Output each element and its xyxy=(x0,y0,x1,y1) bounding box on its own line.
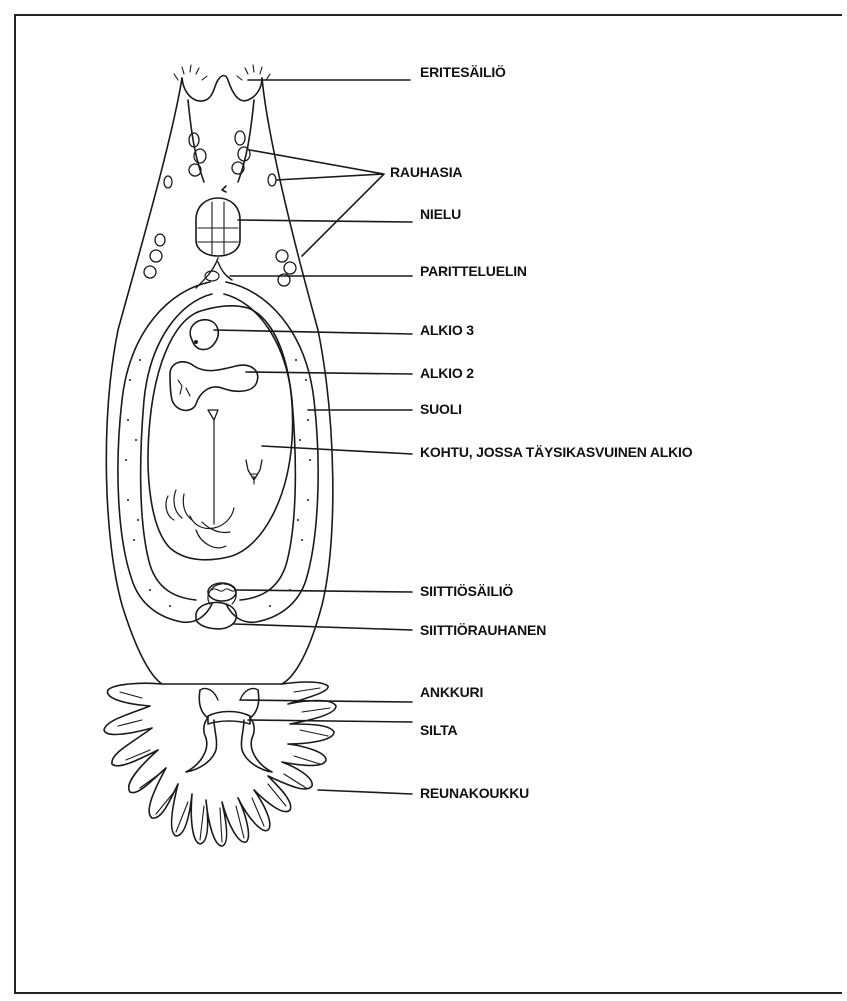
label-reunakoukku: REUNAKOUKKU xyxy=(420,785,529,801)
leader-reunakoukku xyxy=(318,790,412,794)
leader-alkio2 xyxy=(246,372,412,374)
label-parittelu: PARITTELUELIN xyxy=(420,263,527,279)
leader-kohtu xyxy=(262,446,412,454)
leader-silta xyxy=(248,720,412,722)
body-outline xyxy=(106,78,333,684)
embryo-2 xyxy=(170,362,258,411)
label-eritesailio: ERITESÄILIÖ xyxy=(420,64,506,80)
bridge xyxy=(208,712,250,725)
label-siittiorauhanen: SIITTIÖRAUHANEN xyxy=(420,622,546,638)
label-silta: SILTA xyxy=(420,722,457,738)
label-suoli: SUOLI xyxy=(420,401,462,417)
uterus xyxy=(148,306,293,560)
leader-lines xyxy=(214,80,412,794)
leader-siittiosailio xyxy=(236,590,412,592)
leader-alkio3 xyxy=(214,330,412,334)
label-alkio2: ALKIO 2 xyxy=(420,365,474,381)
leader-rauhasia xyxy=(250,150,384,256)
label-rauhasia: RAUHASIA xyxy=(390,164,462,180)
testis xyxy=(196,602,236,628)
opisthaptor-outline xyxy=(104,682,336,846)
label-kohtu: KOHTU, JOSSA TÄYSIKASVUINEN ALKIO xyxy=(420,444,692,460)
embryo-hooks xyxy=(166,490,234,548)
label-ankkuri: ANKKURI xyxy=(420,684,483,700)
label-siittiosailio: SIITTIÖSÄILIÖ xyxy=(420,583,513,599)
label-alkio3: ALKIO 3 xyxy=(420,322,474,338)
leader-siittiorauhanen xyxy=(234,624,412,630)
leader-ankkuri xyxy=(240,700,412,702)
pharynx xyxy=(196,186,240,256)
head-bristles xyxy=(174,65,270,80)
embryo-full xyxy=(208,410,218,420)
leader-nielu xyxy=(238,220,412,222)
label-nielu: NIELU xyxy=(420,206,461,222)
embryo-3 xyxy=(190,320,218,350)
